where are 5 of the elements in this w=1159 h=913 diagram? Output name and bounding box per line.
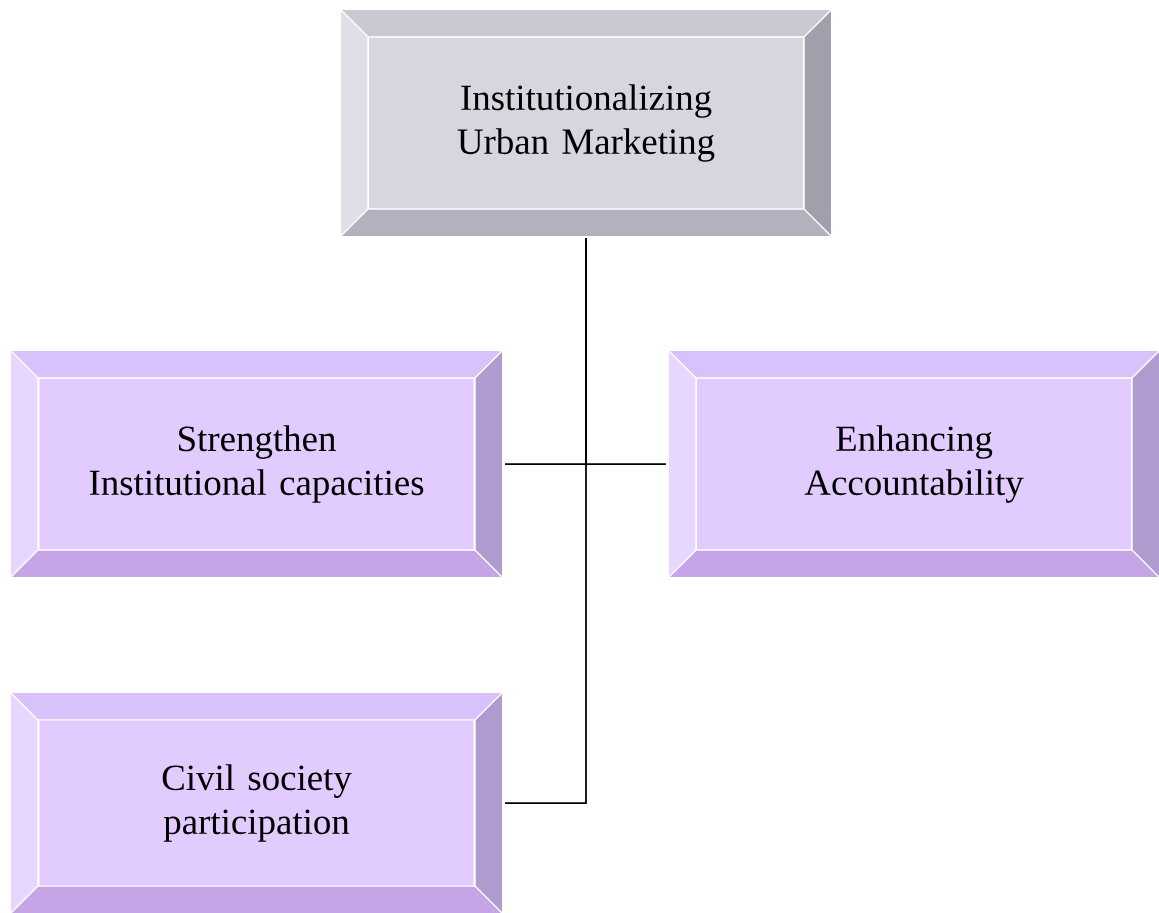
bevel-box: Strengthen Institutional capacities bbox=[10, 350, 503, 578]
bevel-box: Institutionalizing Urban Marketing bbox=[340, 9, 832, 237]
bevel-box: Civil society participation bbox=[10, 692, 503, 913]
bevel-box: Enhancing Accountability bbox=[668, 350, 1159, 578]
connector-line bbox=[504, 237, 587, 804]
